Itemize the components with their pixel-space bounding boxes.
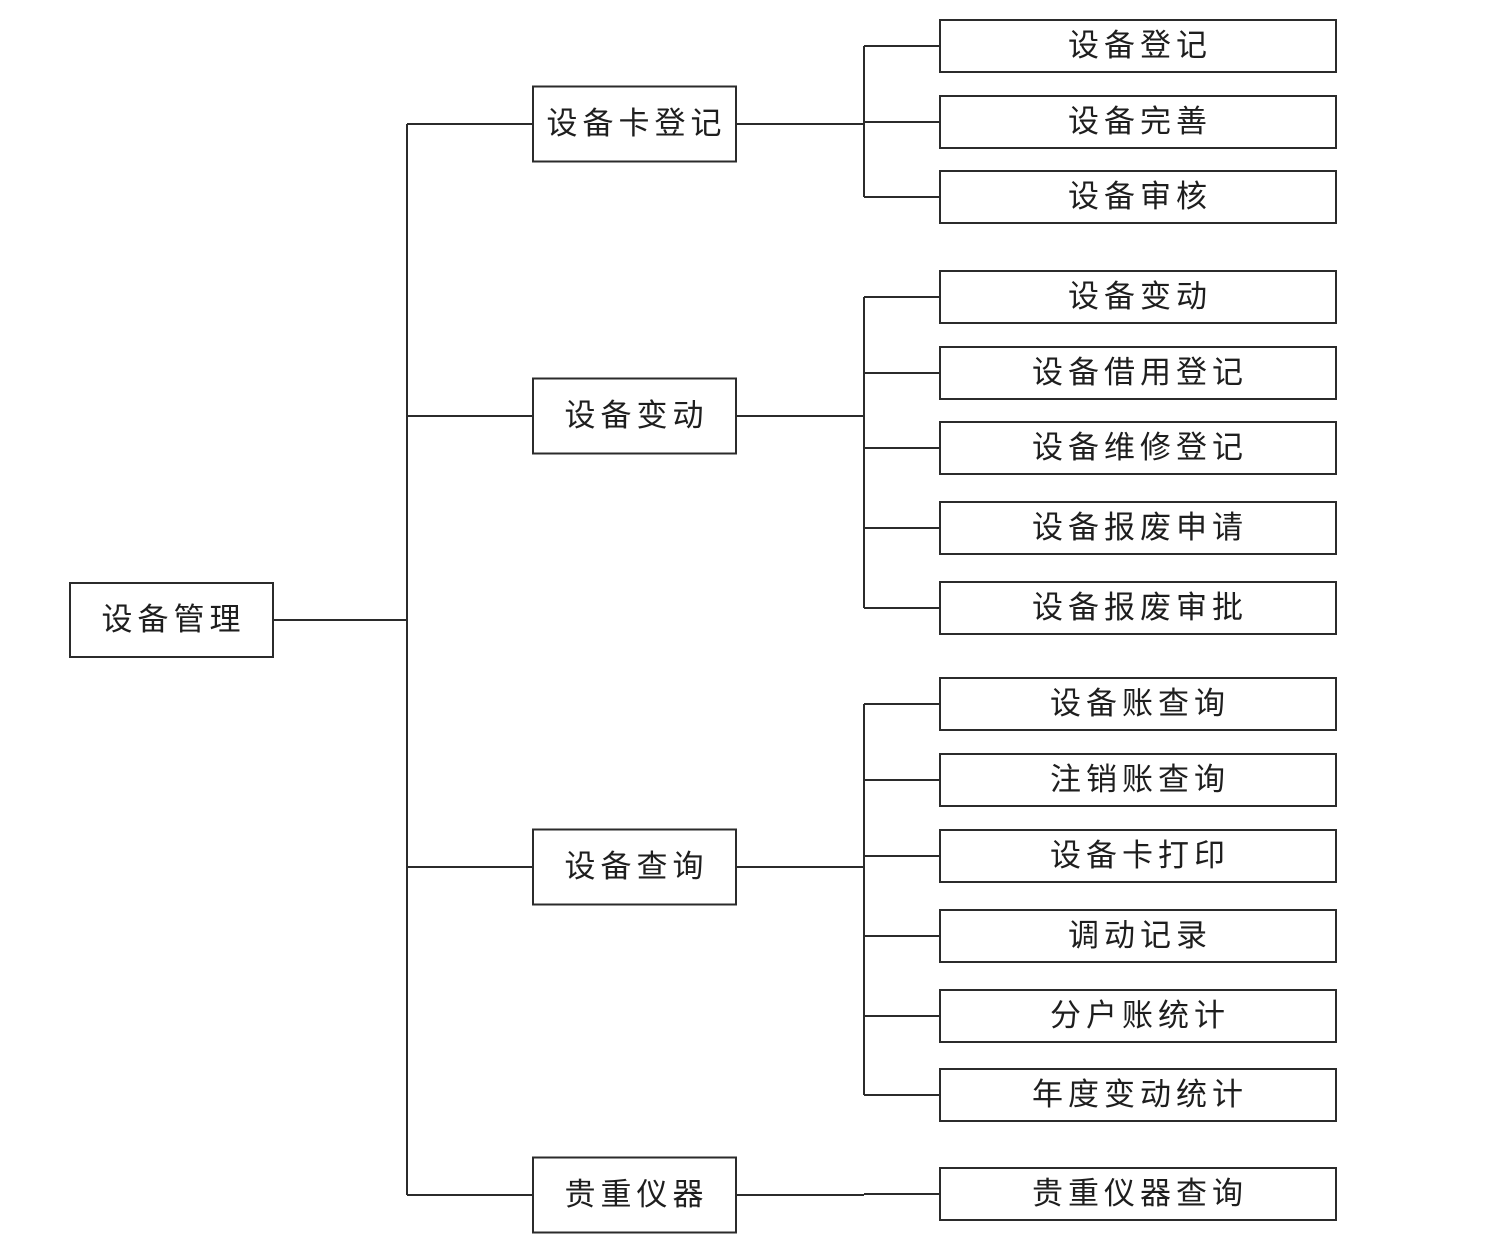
leaf-node-2-5-label: 设备报废审批 xyxy=(1032,590,1248,626)
leaf-node-1-3-box xyxy=(939,170,1337,224)
leaf-node-3-6-box xyxy=(939,1068,1337,1122)
leaf-node-2-1-box xyxy=(939,270,1337,324)
leaf-node-3-3: 设备卡打印 xyxy=(939,829,1337,883)
leaf-node-1-2-box xyxy=(939,95,1337,149)
leaf-node-1-2: 设备完善 xyxy=(939,95,1337,149)
leaf-node-3-3-label: 设备卡打印 xyxy=(1050,838,1230,874)
leaf-node-4-1-label: 贵重仪器查询 xyxy=(1032,1176,1248,1212)
leaf-node-2-1: 设备变动 xyxy=(939,270,1337,324)
branch-node-4: 贵重仪器 xyxy=(532,1156,737,1234)
leaf-node-2-5: 设备报废审批 xyxy=(939,581,1337,635)
leaf-node-3-4: 调动记录 xyxy=(939,909,1337,963)
leaf-node-2-4: 设备报废申请 xyxy=(939,501,1337,555)
branch-node-2: 设备变动 xyxy=(532,377,737,455)
leaf-node-3-4-label: 调动记录 xyxy=(1068,918,1212,954)
leaf-node-3-5: 分户账统计 xyxy=(939,989,1337,1043)
leaf-node-3-6-label: 年度变动统计 xyxy=(1032,1077,1248,1113)
leaf-node-3-3-box xyxy=(939,829,1337,883)
leaf-node-2-1-label: 设备变动 xyxy=(1068,279,1212,315)
branch-node-1-label: 设备卡登记 xyxy=(547,106,727,142)
leaf-node-1-3: 设备审核 xyxy=(939,170,1337,224)
leaf-node-1-1-label: 设备登记 xyxy=(1068,28,1212,64)
leaf-node-3-6: 年度变动统计 xyxy=(939,1068,1337,1122)
leaf-node-1-1-box xyxy=(939,19,1337,73)
branch-node-4-box xyxy=(532,1156,737,1234)
root-node-equipment-management-label: 设备管理 xyxy=(102,602,246,638)
branch-node-1: 设备卡登记 xyxy=(532,85,737,163)
branch-node-3-label: 设备查询 xyxy=(565,849,709,885)
leaf-node-3-2-box xyxy=(939,753,1337,807)
branch-node-2-label: 设备变动 xyxy=(565,398,709,434)
leaf-node-4-1: 贵重仪器查询 xyxy=(939,1167,1337,1221)
branch-node-4-label: 贵重仪器 xyxy=(565,1177,709,1213)
branch-node-2-box xyxy=(532,377,737,455)
leaf-node-2-2-box xyxy=(939,346,1337,400)
root-node-equipment-management: 设备管理 xyxy=(69,582,274,658)
leaf-node-2-5-box xyxy=(939,581,1337,635)
leaf-node-3-1-label: 设备账查询 xyxy=(1050,686,1230,722)
leaf-node-3-2: 注销账查询 xyxy=(939,753,1337,807)
root-node-equipment-management-box xyxy=(69,582,274,658)
leaf-node-1-1: 设备登记 xyxy=(939,19,1337,73)
leaf-node-2-3-label: 设备维修登记 xyxy=(1032,430,1248,466)
leaf-node-1-3-label: 设备审核 xyxy=(1068,179,1212,215)
leaf-node-2-2-label: 设备借用登记 xyxy=(1032,355,1248,391)
leaf-node-2-4-label: 设备报废申请 xyxy=(1032,510,1248,546)
leaf-node-2-2: 设备借用登记 xyxy=(939,346,1337,400)
branch-node-3-box xyxy=(532,828,737,906)
tree-connectors xyxy=(273,45,940,1196)
branch-node-3: 设备查询 xyxy=(532,828,737,906)
leaf-node-2-4-box xyxy=(939,501,1337,555)
leaf-node-2-3: 设备维修登记 xyxy=(939,421,1337,475)
leaf-node-4-1-box xyxy=(939,1167,1337,1221)
leaf-node-2-3-box xyxy=(939,421,1337,475)
leaf-node-1-2-label: 设备完善 xyxy=(1068,104,1212,140)
leaf-node-3-2-label: 注销账查询 xyxy=(1050,762,1230,798)
tree-nodes: 设备管理设备卡登记设备登记设备完善设备审核设备变动设备变动设备借用登记设备维修登… xyxy=(69,19,1337,1234)
leaf-node-3-1-box xyxy=(939,677,1337,731)
leaf-node-3-5-box xyxy=(939,989,1337,1043)
leaf-node-3-1: 设备账查询 xyxy=(939,677,1337,731)
leaf-node-3-5-label: 分户账统计 xyxy=(1050,998,1230,1034)
branch-node-1-box xyxy=(532,85,737,163)
leaf-node-3-4-box xyxy=(939,909,1337,963)
